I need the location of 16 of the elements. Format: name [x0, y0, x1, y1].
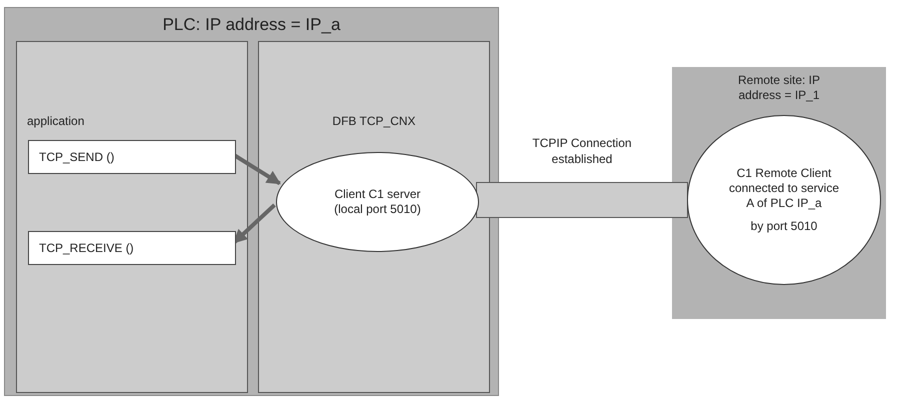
- remote-site-panel: [672, 67, 886, 319]
- frame-title: PLC: IP address = IP_a: [162, 14, 340, 36]
- plc-frame: [4, 7, 499, 396]
- ellipse-text: C1 Remote Client connected to service A of PLC IP_a: [728, 166, 840, 211]
- ellipse-text: by port 5010: [750, 219, 818, 234]
- edge-label: TCPIP Connection established: [531, 136, 633, 168]
- function-name: TCP_RECEIVE (): [39, 241, 134, 256]
- function-block-panel: [258, 41, 490, 393]
- function-name: TCP_SEND (): [39, 150, 114, 165]
- function-box: [28, 140, 236, 174]
- function-box: [28, 231, 236, 265]
- ellipse-text: Client C1 server (local port 5010): [333, 187, 422, 217]
- application-panel: [16, 41, 248, 393]
- panel-heading: application: [27, 114, 84, 129]
- panel-heading: DFB TCP_CNX: [332, 114, 416, 129]
- panel-heading: Remote site: IP address = IP_1: [736, 73, 822, 103]
